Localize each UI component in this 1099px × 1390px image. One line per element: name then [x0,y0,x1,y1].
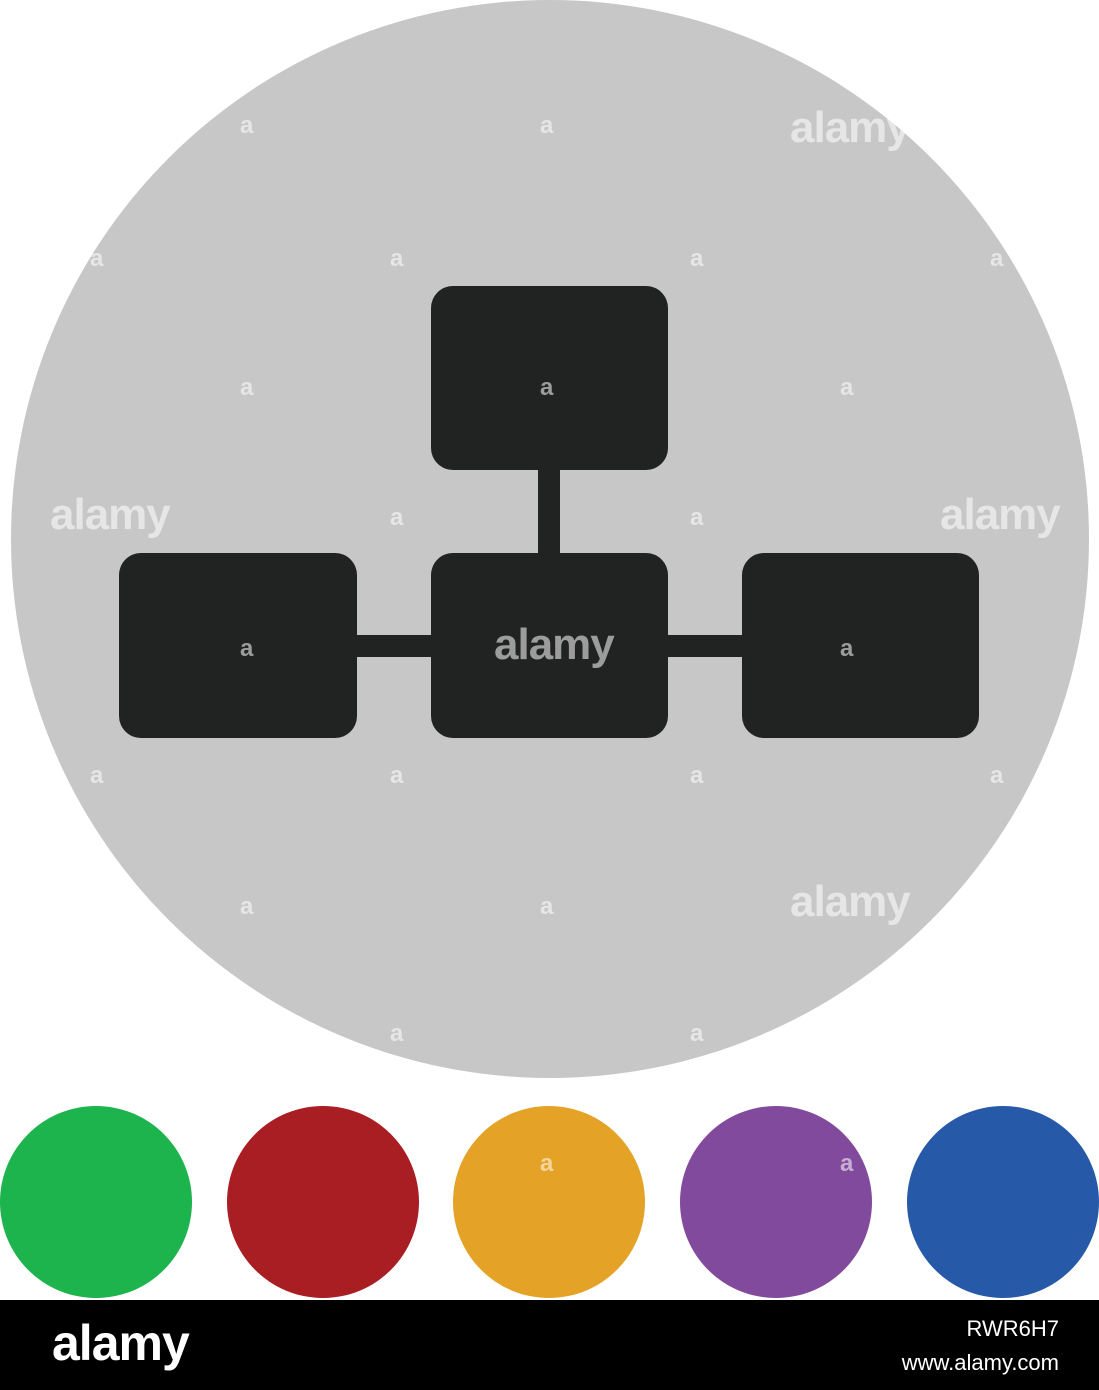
watermark: alamy [940,490,1061,539]
color-swatch-blue [907,1106,1099,1298]
hierarchy-network-icon [119,286,979,738]
connector-top [538,465,560,565]
watermark-mark: a [240,112,254,139]
node-center [431,553,668,738]
node-left [119,553,357,738]
watermark-mark: a [90,762,104,789]
image-id: RWR6H7 [966,1316,1059,1341]
watermark-mark: a [990,762,1004,789]
watermark-mark: a [240,374,254,401]
watermark: alamy [790,877,911,926]
color-swatch-purple [680,1106,872,1298]
node-right [742,553,979,738]
network-diagram-group [119,286,979,738]
watermark-mark: a [990,1020,1004,1047]
footer-logo: alamy [52,1315,190,1371]
watermark-mark: a [390,504,404,531]
watermark-mark: a [240,893,254,920]
watermark-mark: a [840,1150,854,1177]
color-swatch-red [227,1106,419,1298]
color-swatch-green [0,1106,192,1298]
footer-url: www.alamy.com [901,1350,1059,1375]
watermark-mark: a [840,374,854,401]
node-top [431,286,668,470]
watermark-mark: a [690,1020,704,1047]
watermark-mark: a [540,112,554,139]
watermark-mark: a [390,762,404,789]
watermark-mark: a [540,374,554,401]
watermark: alamy [50,490,171,539]
watermark-mark: a [690,245,704,272]
watermark-mark: a [690,762,704,789]
watermark-mark: a [90,245,104,272]
watermark-mark: a [240,635,254,662]
watermark-mark: a [390,1020,404,1047]
connector-left [350,635,440,657]
color-swatch-orange [453,1106,645,1298]
connector-right [660,635,750,657]
watermark-mark: a [690,504,704,531]
watermark-mark: a [540,1150,554,1177]
watermark-mark: a [840,635,854,662]
watermark: alamy [790,103,911,152]
watermark-mark: a [90,1020,104,1047]
watermark-mark: a [540,893,554,920]
watermark: alamy [494,620,615,669]
watermark-mark: a [990,245,1004,272]
watermark-mark: a [390,245,404,272]
footer-bar: alamy RWR6H7 www.alamy.com [0,1300,1099,1390]
